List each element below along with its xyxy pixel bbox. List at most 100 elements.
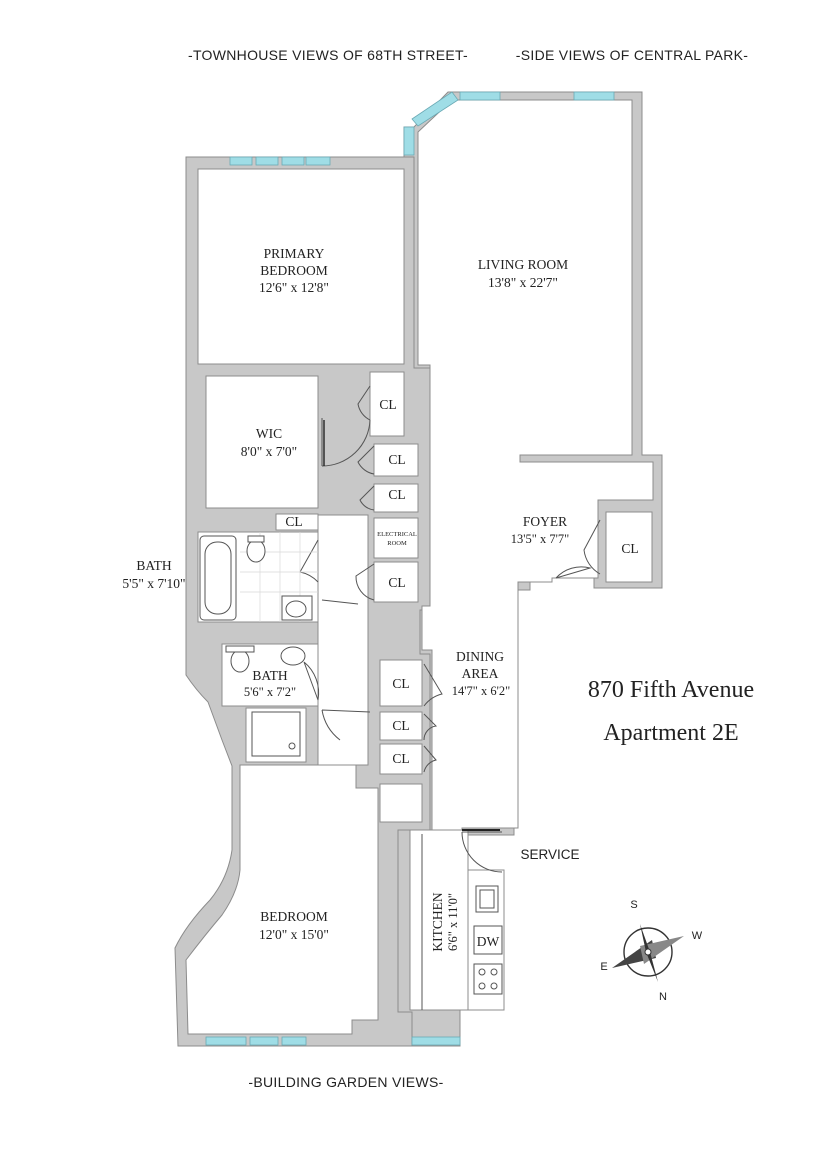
primary-bedroom-dims: 12'6" x 12'8" [259, 280, 329, 295]
closet-label: CL [392, 751, 409, 766]
bedroom-label: BEDROOM [260, 909, 328, 924]
window [229, 156, 253, 166]
closet-4 [373, 561, 419, 603]
foyer-label: FOYER [523, 514, 567, 529]
closet-label: CL [388, 487, 405, 502]
burner [478, 968, 486, 976]
wic [205, 375, 319, 509]
window [281, 1036, 307, 1046]
sink [285, 600, 307, 618]
apartment-title: Apartment 2E [603, 720, 738, 746]
window [411, 1036, 461, 1046]
door-swing [303, 661, 320, 701]
bath-2-label: BATH [252, 668, 288, 683]
bath-2-dims: 5'6" x 7'2" [244, 685, 296, 699]
burner [490, 968, 498, 976]
compass-east: E [600, 961, 607, 973]
window [281, 156, 305, 166]
compass-needle [646, 952, 658, 982]
compass-south: S [630, 899, 637, 911]
toilet [246, 539, 266, 563]
kitchen-sink-basin [479, 889, 495, 909]
bath-1-label: BATH [136, 558, 172, 573]
shower-drain [288, 742, 296, 750]
bathtub-basin [204, 541, 232, 615]
door-swing [423, 663, 443, 707]
toilet-tank [225, 645, 255, 653]
compass-west: W [692, 930, 703, 942]
dishwasher-label: DW [477, 934, 500, 949]
wic-dims: 8'0" x 7'0" [241, 444, 297, 459]
closet-7 [379, 743, 423, 775]
bedroom-dims: 12'0" x 15'0" [259, 927, 329, 942]
closet-label: CL [388, 452, 405, 467]
compass-center [644, 948, 652, 956]
bath-1-dims: 5'5" x 7'10" [122, 576, 185, 591]
burner [490, 982, 498, 990]
closet-8 [379, 783, 423, 823]
view-label-bottom: -BUILDING GARDEN VIEWS- [248, 1074, 443, 1090]
closet-5 [379, 659, 423, 707]
door-swing [423, 713, 438, 741]
view-label-top-left: -TOWNHOUSE VIEWS OF 68TH STREET- [188, 47, 468, 63]
window [411, 91, 459, 127]
hallway [317, 514, 369, 766]
dining-label-1: DINING [456, 649, 504, 664]
closet-label: CL [285, 514, 302, 529]
kitchen-label: KITCHEN [430, 892, 445, 951]
service-door-swing [461, 831, 503, 873]
bedroom [185, 764, 379, 1035]
compass-north: N [659, 991, 667, 1003]
door-swing [555, 566, 592, 579]
wic-label: WIC [256, 426, 282, 441]
closet-wic-cl [275, 513, 319, 531]
door-swing [321, 418, 371, 467]
window [459, 91, 501, 101]
door-swing [423, 745, 437, 773]
closet-6 [379, 711, 423, 741]
primary-bedroom-label-1: PRIMARY [264, 246, 325, 261]
kitchen-dims: 6'6" x 11'0" [446, 893, 460, 951]
living-room-dims: 13'8" x 22'7" [488, 275, 558, 290]
closet-label: CL [379, 397, 396, 412]
door-swing [359, 485, 375, 511]
door-swing [321, 709, 371, 741]
closet-label: CL [392, 676, 409, 691]
compass-rose [612, 924, 684, 982]
door-swing [355, 563, 375, 601]
window [249, 1036, 279, 1046]
primary-bedroom-label-2: BEDROOM [260, 263, 328, 278]
electrical-room-label-1: ELECTRICAL [377, 531, 417, 538]
electrical-room [373, 517, 419, 559]
service-label: SERVICE [520, 847, 579, 862]
address-title: 870 Fifth Avenue [588, 677, 754, 703]
window [573, 91, 615, 101]
toilet-tank [247, 535, 265, 543]
window [255, 156, 279, 166]
sink [280, 646, 306, 666]
closet-label: CL [388, 575, 405, 590]
cooktop [473, 963, 503, 995]
door-swing [321, 599, 359, 605]
living-room-label: LIVING ROOM [478, 257, 568, 272]
door-swing [357, 445, 375, 475]
closet-label: CL [392, 718, 409, 733]
dining-dims: 14'7" x 6'2" [452, 684, 510, 698]
dishwasher [473, 925, 503, 955]
kitchen-labels: KITCHEN 6'6" x 11'0" [430, 892, 460, 951]
compass-needle [640, 924, 650, 952]
door-swing [583, 519, 601, 575]
closet-2 [373, 443, 419, 477]
closet-label: CL [621, 541, 638, 556]
view-label-top-right: -SIDE VIEWS OF CENTRAL PARK- [516, 47, 748, 63]
living-foyer-dining [417, 99, 654, 841]
foyer-dims: 13'5" x 7'7" [511, 532, 569, 546]
closet-foyer [605, 511, 653, 583]
closet-1 [369, 371, 405, 437]
primary-bedroom [197, 168, 405, 365]
electrical-room-label-2: ROOM [387, 540, 407, 547]
window [205, 1036, 247, 1046]
dining-label-2: AREA [462, 666, 499, 681]
